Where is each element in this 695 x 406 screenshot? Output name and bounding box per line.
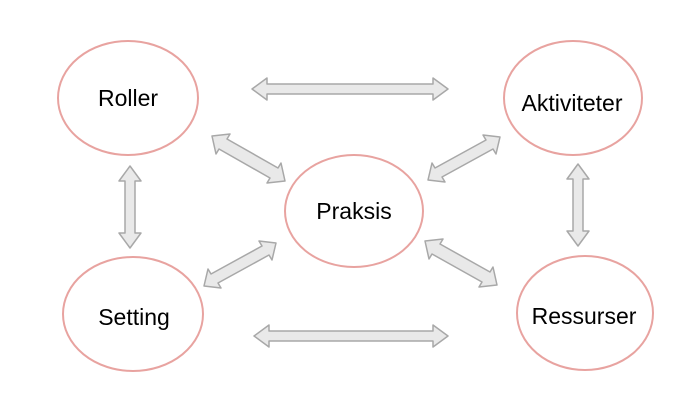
node-aktiviteter-label: Aktiviteter xyxy=(522,90,623,116)
node-setting-ellipse xyxy=(62,256,204,372)
arrow-aktiviteter-ressurser xyxy=(566,163,590,247)
node-ressurser: Ressurser xyxy=(516,255,654,371)
node-roller: Roller xyxy=(57,40,199,156)
node-aktiviteter: Aktiviteter xyxy=(503,40,643,156)
arrow-roller-aktiviteter xyxy=(251,77,449,101)
node-praksis: Praksis xyxy=(284,154,424,268)
node-roller-ellipse xyxy=(57,40,199,156)
arrows-group xyxy=(118,77,590,348)
arrow-ressurser-praksis xyxy=(424,238,498,288)
node-roller-label: Roller xyxy=(98,85,158,111)
arrow-aktiviteter-praksis xyxy=(427,134,501,183)
node-ressurser-ellipse xyxy=(516,255,654,371)
node-praksis-label: Praksis xyxy=(316,198,391,224)
arrow-roller-setting xyxy=(118,165,142,249)
arrow-setting-ressurser xyxy=(253,324,449,348)
node-aktiviteter-ellipse xyxy=(503,40,643,156)
node-setting: Setting xyxy=(62,256,204,372)
arrow-roller-praksis xyxy=(211,133,286,184)
node-praksis-ellipse xyxy=(284,154,424,268)
arrow-setting-praksis xyxy=(203,240,277,289)
node-setting-label: Setting xyxy=(98,304,170,330)
node-ressurser-label: Ressurser xyxy=(532,303,637,329)
